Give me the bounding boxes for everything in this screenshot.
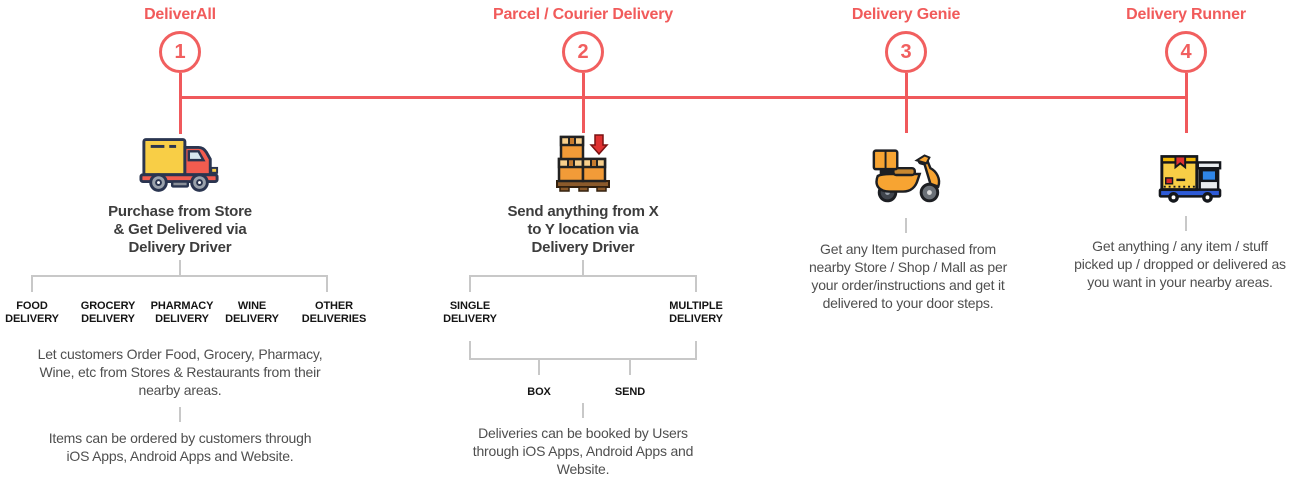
branch-single-delivery: SINGLE DELIVERY xyxy=(443,300,497,325)
parcel-boxes-icon xyxy=(556,134,610,192)
box-truck-icon xyxy=(1158,155,1222,203)
section-title-delivery-runner: Delivery Runner xyxy=(1126,6,1246,23)
delivery-truck-icon xyxy=(139,138,219,192)
connector-line xyxy=(582,260,584,276)
connector-line xyxy=(326,275,328,292)
connector-line xyxy=(629,358,631,375)
section-title-deliverall: DeliverAll xyxy=(144,6,216,23)
step-number-4: 4 xyxy=(1180,40,1192,63)
branch-multiple-delivery: MULTIPLE DELIVERY xyxy=(669,300,723,325)
step-circle-1: 1 xyxy=(159,31,201,73)
section-description: Deliveries can be booked by Users throug… xyxy=(472,425,694,477)
connector-line xyxy=(582,73,585,133)
connector-line xyxy=(695,341,697,360)
connector-line xyxy=(469,275,697,277)
main-connector-line xyxy=(180,96,1187,99)
branch-wine-delivery: WINE DELIVERY xyxy=(225,300,279,325)
branch-send: SEND xyxy=(614,386,646,398)
connector-line xyxy=(905,218,907,233)
section-description: Get any Item purchased from nearby Store… xyxy=(808,241,1008,311)
branch-pharmacy-delivery: PHARMACY DELIVERY xyxy=(150,300,214,325)
step-number-1: 1 xyxy=(174,40,186,63)
section-title-parcel-courier: Parcel / Courier Delivery xyxy=(493,6,673,23)
branch-food-delivery: FOOD DELIVERY xyxy=(5,300,59,325)
connector-line xyxy=(179,73,182,134)
connector-line xyxy=(31,275,33,292)
section-heading-deliverall: Purchase from Store & Get Delivered via … xyxy=(108,203,252,256)
connector-line xyxy=(179,407,181,422)
branch-other-deliveries: OTHER DELIVERIES xyxy=(301,300,367,325)
connector-line xyxy=(179,260,181,276)
connector-line xyxy=(469,341,471,360)
delivery-scooter-icon xyxy=(872,149,941,203)
step-circle-3: 3 xyxy=(885,31,927,73)
step-number-2: 2 xyxy=(577,40,589,63)
branch-grocery-delivery: GROCERY DELIVERY xyxy=(80,300,136,325)
section-title-delivery-genie: Delivery Genie xyxy=(851,6,961,23)
branch-box: BOX xyxy=(527,386,551,398)
step-number-3: 3 xyxy=(900,40,912,63)
connector-line xyxy=(469,358,697,360)
connector-line xyxy=(695,275,697,292)
connector-line xyxy=(905,73,908,133)
step-circle-2: 2 xyxy=(562,31,604,73)
section-description: Items can be ordered by customers throug… xyxy=(48,430,312,464)
section-description: Get anything / any item / stuff picked u… xyxy=(1074,238,1286,290)
section-description: Let customers Order Food, Grocery, Pharm… xyxy=(37,346,323,398)
connector-line xyxy=(469,275,471,292)
step-circle-4: 4 xyxy=(1165,31,1207,73)
connector-line xyxy=(1185,73,1188,133)
connector-line xyxy=(1185,216,1187,231)
connector-line xyxy=(582,403,584,418)
connector-line xyxy=(31,275,328,277)
section-heading-parcel: Send anything from X to Y location via D… xyxy=(507,203,659,256)
connector-line xyxy=(538,358,540,375)
